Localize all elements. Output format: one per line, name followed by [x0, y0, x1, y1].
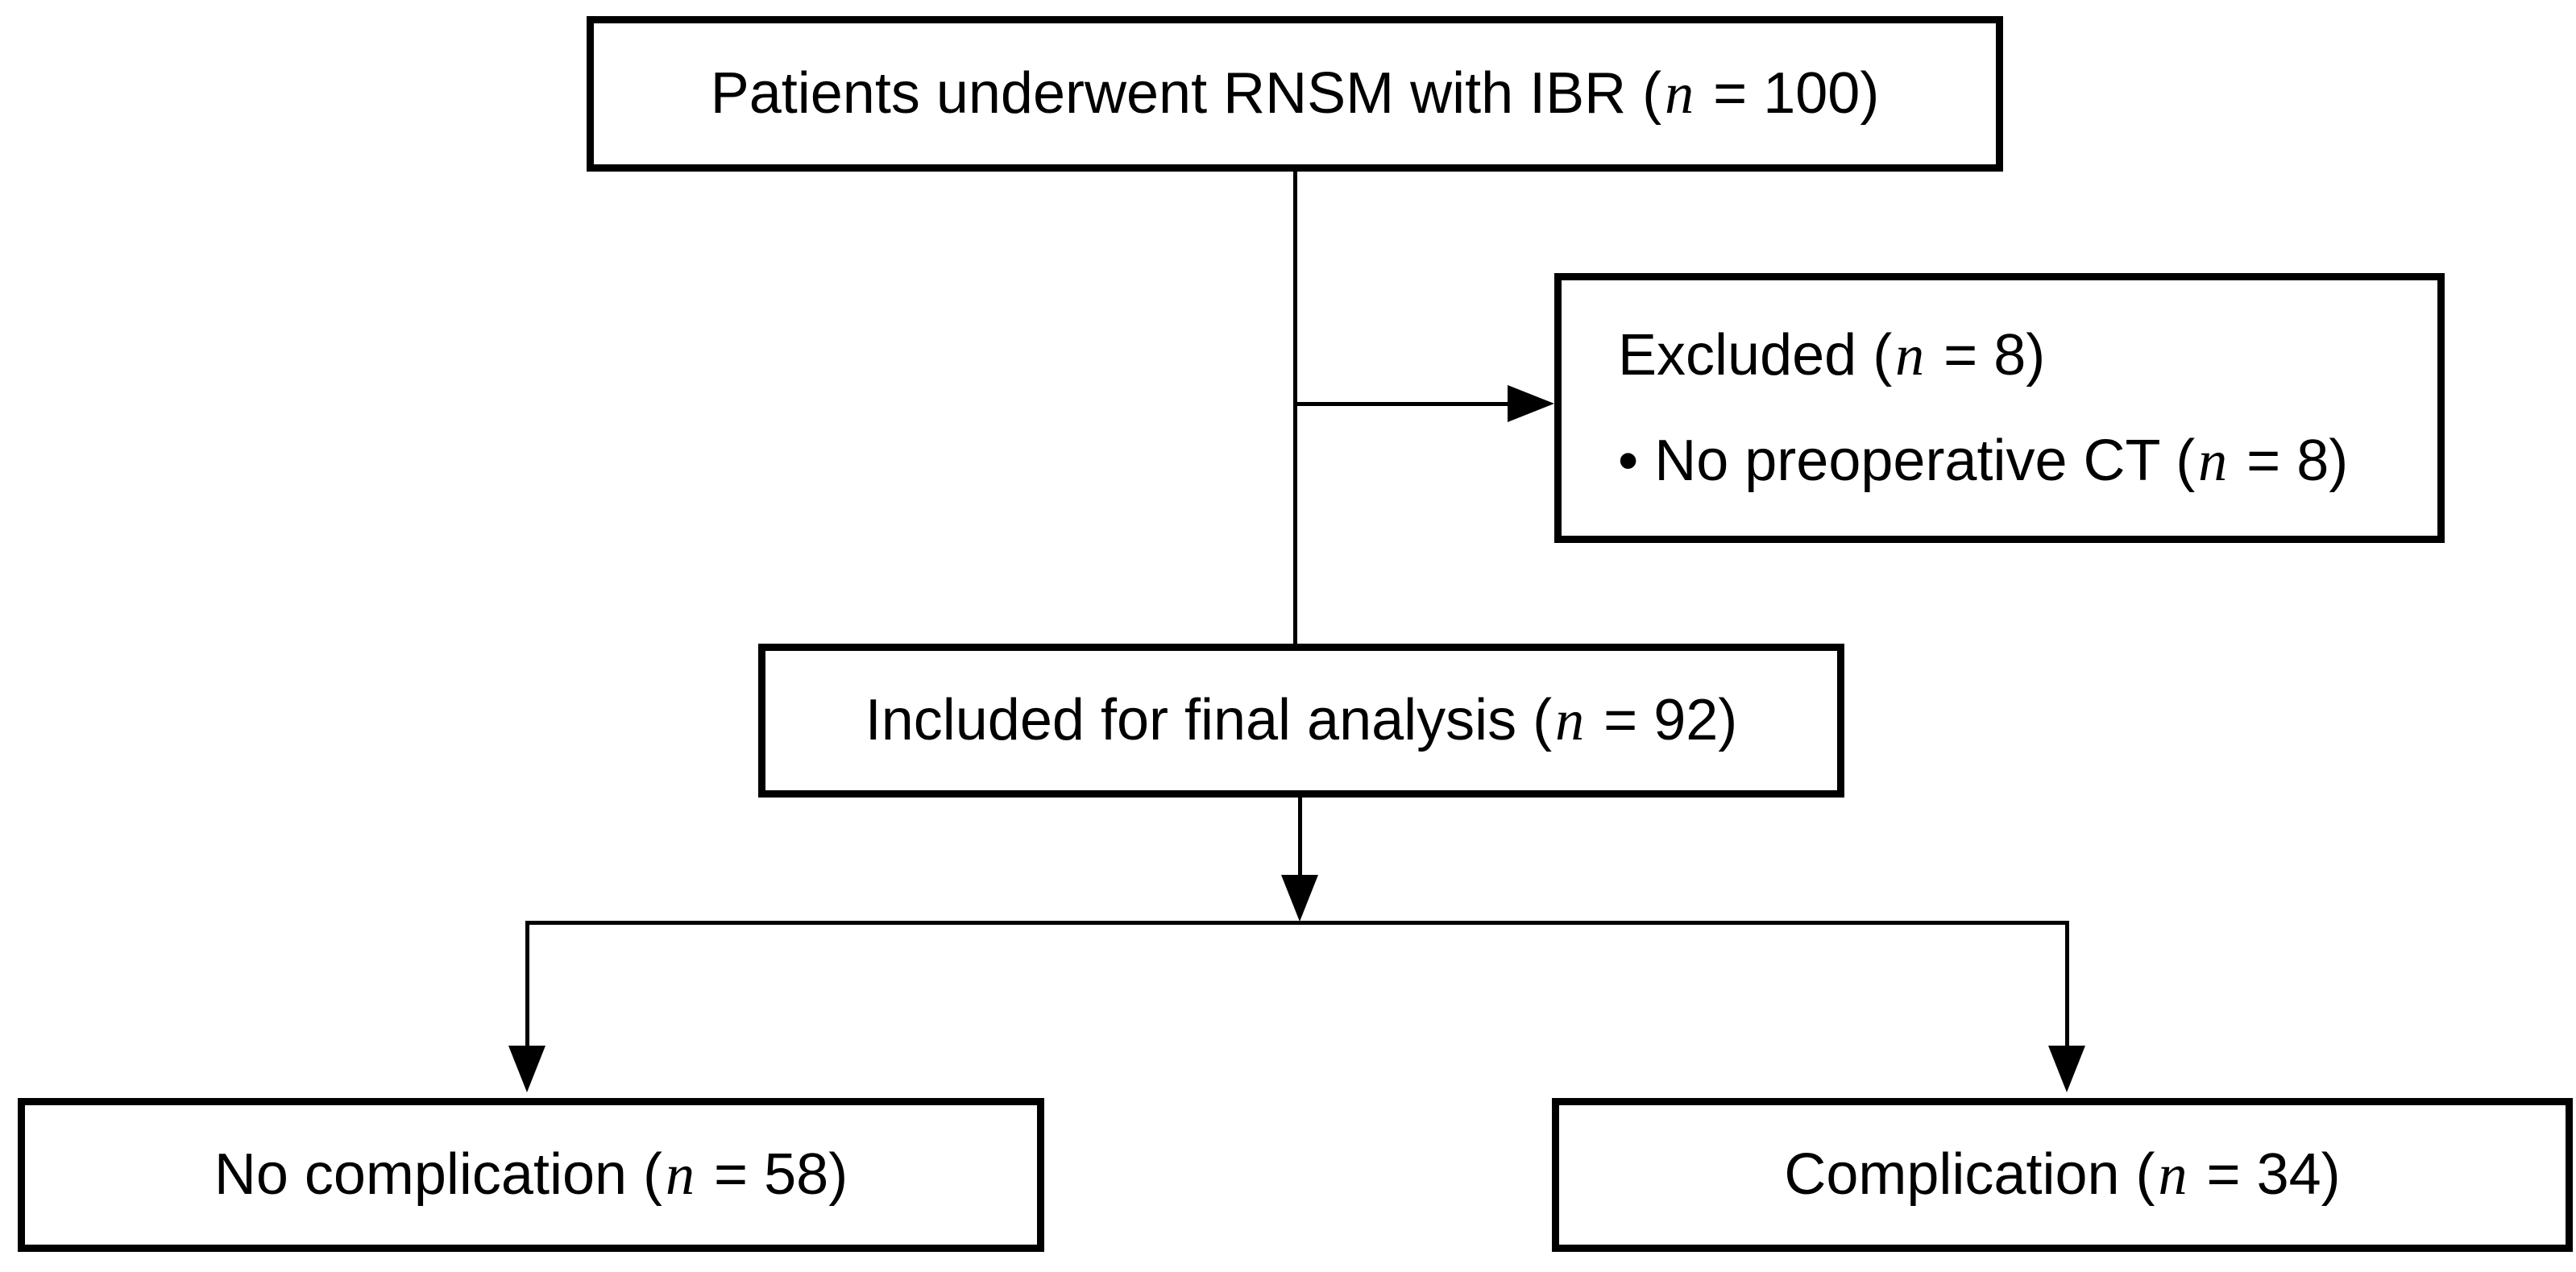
n-variable: n — [2198, 428, 2228, 493]
excluded-reason-item: • No preoperative CT (n = 8) — [1618, 427, 2348, 495]
included-label-prefix: Included for final analysis ( — [865, 688, 1553, 753]
connector-included-to-branch — [1298, 796, 1302, 876]
arrowhead-down-icon — [2048, 1046, 2085, 1092]
complication-label-prefix: Complication ( — [1784, 1142, 2155, 1208]
complication-label: Complication (n = 34) — [1784, 1141, 2340, 1209]
excluded-label-prefix: Excluded ( — [1618, 322, 1893, 387]
connector-branch-to-complication — [2065, 921, 2069, 1046]
connector-enrollment-to-included — [1293, 171, 1297, 644]
included-label-suffix: = 92) — [1587, 688, 1738, 753]
arrowhead-down-icon — [1281, 875, 1318, 922]
excluded-reason-suffix: = 8) — [2230, 428, 2349, 493]
n-variable: n — [1555, 688, 1585, 753]
no-complication-label-prefix: No complication ( — [214, 1142, 663, 1208]
n-variable: n — [2158, 1142, 2188, 1208]
n-variable: n — [666, 1142, 695, 1208]
excluded-label-suffix: = 8) — [1927, 322, 2046, 387]
no-complication-label-suffix: = 58) — [698, 1142, 848, 1208]
arrowhead-down-icon — [508, 1046, 545, 1092]
arrowhead-right-icon — [1508, 385, 1554, 422]
included-label: Included for final analysis (n = 92) — [865, 686, 1738, 755]
branch-line — [525, 921, 2069, 925]
enrollment-label-prefix: Patients underwent RNSM with IBR ( — [710, 61, 1662, 126]
no-complication-label: No complication (n = 58) — [214, 1141, 848, 1209]
n-variable: n — [1895, 322, 1925, 387]
connector-to-excluded — [1293, 402, 1508, 406]
box-included: Included for final analysis (n = 92) — [758, 644, 1844, 798]
box-enrollment: Patients underwent RNSM with IBR (n = 10… — [587, 16, 2003, 172]
enrollment-label: Patients underwent RNSM with IBR (n = 10… — [711, 60, 1880, 128]
box-complication: Complication (n = 34) — [1552, 1098, 2573, 1252]
connector-branch-to-no-complication — [525, 921, 529, 1046]
box-excluded: Excluded (n = 8) • No preoperative CT (n… — [1554, 273, 2445, 543]
enrollment-label-suffix: = 100) — [1697, 61, 1880, 126]
excluded-label: Excluded (n = 8) — [1618, 321, 2045, 390]
complication-label-suffix: = 34) — [2190, 1142, 2341, 1208]
box-no-complication: No complication (n = 58) — [18, 1098, 1044, 1252]
excluded-reason-prefix: • No preoperative CT ( — [1618, 428, 2196, 493]
n-variable: n — [1665, 61, 1695, 126]
